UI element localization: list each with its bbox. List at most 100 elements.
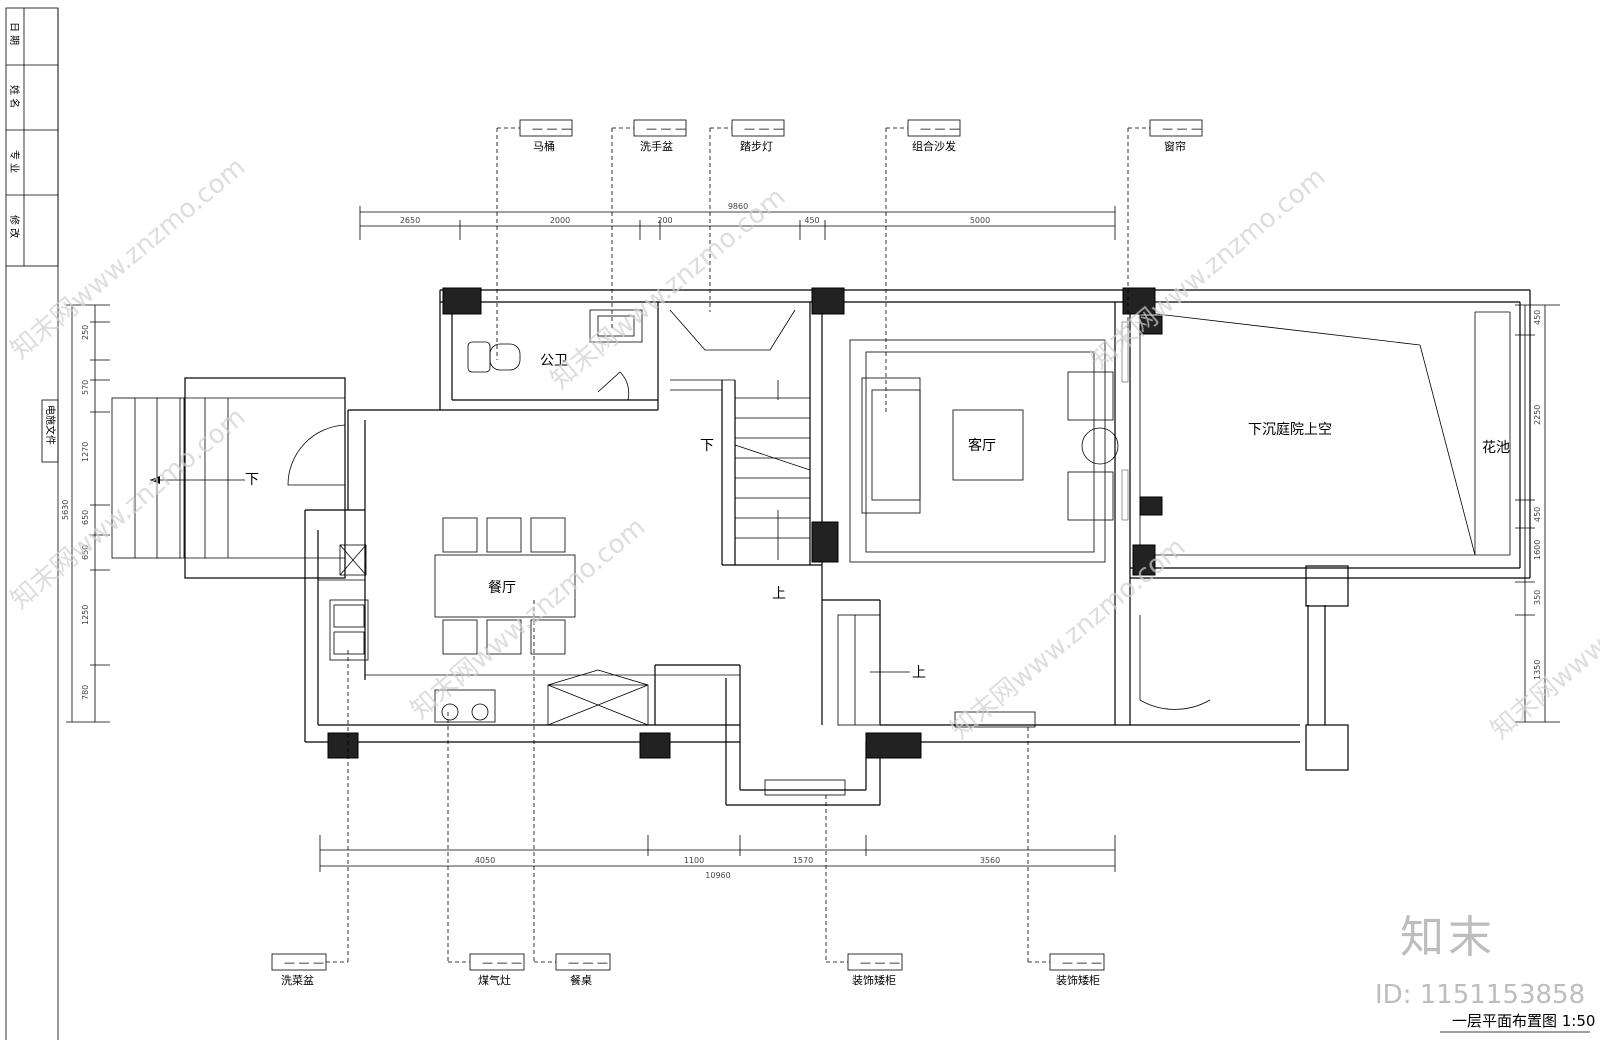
right-dim-4: 1600 — [1533, 540, 1542, 560]
wash-basin — [589, 309, 643, 343]
column — [327, 732, 359, 759]
title-block-side-label: 电施文件 — [44, 405, 57, 445]
title-block-date: 日 期 — [8, 22, 20, 45]
bottom-dim-1: 4050 — [475, 856, 495, 865]
sofa — [861, 377, 921, 514]
column — [811, 521, 839, 563]
public-wc-label: 公卫 — [540, 353, 568, 369]
right-dim-1: 450 — [1533, 310, 1542, 325]
column — [639, 732, 671, 759]
side-table — [1081, 427, 1119, 465]
tag-code: — — — — [482, 956, 522, 969]
left-dim-1: 250 — [81, 325, 90, 340]
tag-code: — — — — [920, 122, 960, 135]
toilet — [467, 341, 491, 373]
tag-code: — — — — [532, 122, 572, 135]
bottom-tag-stove: 煤气灶 — [478, 973, 511, 987]
bottom-dim-3: 1570 — [793, 856, 813, 865]
top-total-dim: 9860 — [728, 202, 748, 211]
dining-chair — [530, 619, 566, 655]
watermark-text: 知末网www.znzmo.com — [5, 152, 251, 365]
drawing-title: 一层平面布置图 1:50 — [1440, 1012, 1595, 1033]
bottom-tag-sink: 洗菜盆 — [281, 973, 314, 987]
top-tag-basin: 洗手盆 — [640, 139, 673, 153]
area-rug — [849, 339, 1106, 563]
right-dimension: 450 2250 450 1600 350 1350 — [1515, 304, 1560, 723]
top-dim-5: 5000 — [970, 216, 990, 225]
right-dim-6: 1350 — [1533, 660, 1542, 680]
rug-inner — [865, 351, 1095, 553]
watermark-text: 知末网www.znzmo.com — [405, 512, 651, 725]
toilet-bowl — [489, 343, 521, 371]
watermark-text: 知末网www.znzmo.com — [545, 182, 791, 395]
building-walls — [111, 289, 1531, 806]
sofa-seat — [871, 389, 921, 501]
left-dim-7: 780 — [81, 685, 90, 700]
top-dimension: 9860 2650 2000 200 450 5000 — [359, 202, 1116, 240]
column — [1139, 315, 1163, 335]
flower-bed-label: 花池 — [1482, 440, 1510, 456]
bottom-tag-cabinet-2: 装饰矮柜 — [1056, 973, 1100, 987]
tag-code: — — — — [1062, 956, 1102, 969]
kitchen-sink — [329, 599, 369, 661]
watermark-brand-logo: 知末 — [1400, 912, 1496, 963]
tag-code: — — — — [860, 956, 900, 969]
decorative-cabinet — [954, 711, 1036, 728]
tag-code: — — — — [568, 956, 608, 969]
dining-chair — [530, 517, 566, 553]
dining-chair — [486, 619, 522, 655]
decorative-cabinet — [764, 779, 846, 796]
top-dim-3: 200 — [657, 216, 672, 225]
bottom-tag-dining-table: 餐桌 — [570, 973, 592, 987]
right-dim-3: 450 — [1533, 507, 1542, 522]
column — [442, 287, 482, 315]
wc-fixtures: 公卫 — [467, 309, 643, 373]
tag-code: — — — — [646, 122, 686, 135]
dining-furniture: 餐厅 — [434, 517, 576, 655]
top-tag-curtain: 窗帘 — [1164, 139, 1186, 153]
column — [1305, 565, 1349, 607]
dining-table — [434, 554, 576, 618]
top-annotation-tags: — — — 马桶 — — — 洗手盆 — — — 踏步灯 — — — 组合沙发 … — [496, 119, 1203, 415]
doors — [287, 371, 1211, 710]
tag-code: — — — — [284, 956, 324, 969]
stair-down-label: 下 — [700, 438, 714, 454]
staircase: 下 上 上 下 — [150, 309, 926, 726]
top-tag-step-light: 踏步灯 — [740, 139, 773, 153]
column — [1139, 496, 1163, 516]
bottom-annotation-tags: — — — 洗菜盆 — — — 煤气灶 — — — 餐桌 — — — 装饰矮柜 … — [271, 600, 1105, 987]
left-dim-3: 1270 — [81, 442, 90, 462]
dining-chair — [486, 517, 522, 553]
top-dim-4: 450 — [804, 216, 819, 225]
column — [865, 732, 922, 759]
watermark-id: ID: 1151153858 — [1375, 980, 1585, 1010]
column — [1305, 724, 1349, 771]
sunken-courtyard-label: 下沉庭院上空 — [1248, 421, 1332, 438]
fridge — [339, 544, 367, 576]
title-block: 日 期 姓 名 专 业 修 改 电施文件 — [5, 7, 59, 1040]
left-dimension: 250 570 1270 650 650 1250 780 5630 — [61, 304, 110, 723]
tag-code: — — — — [1162, 122, 1202, 135]
top-dim-2: 2000 — [550, 216, 570, 225]
living-room-label: 客厅 — [968, 437, 996, 454]
watermark-text: 知末网www.znzmo.com — [945, 532, 1191, 745]
entrance-stair-label: 下 — [245, 472, 259, 488]
left-dim-5: 650 — [81, 545, 90, 560]
coffee-table — [952, 409, 1024, 481]
bottom-dim-4: 3560 — [980, 856, 1000, 865]
watermark-text: 知末网www.znzmo.com — [1085, 162, 1331, 375]
title-block-major: 专 业 — [8, 150, 21, 173]
kitchen-fixtures — [329, 544, 649, 726]
stair-up-label: 上 — [772, 586, 786, 602]
curtain — [1121, 321, 1129, 383]
basin-bowl — [597, 315, 635, 337]
bottom-total-dim: 10960 — [705, 871, 730, 880]
armchair — [1067, 371, 1114, 421]
left-dim-4: 650 — [81, 510, 90, 525]
tag-code: — — — — [744, 122, 784, 135]
watermarks: 知末网www.znzmo.com 知末网www.znzmo.com 知末网www… — [5, 152, 1600, 1010]
title-block-revision: 修 改 — [8, 215, 21, 238]
top-dim-1: 2650 — [400, 216, 420, 225]
left-dim-2: 570 — [81, 380, 90, 395]
bottom-tag-cabinet-1: 装饰矮柜 — [852, 973, 896, 987]
